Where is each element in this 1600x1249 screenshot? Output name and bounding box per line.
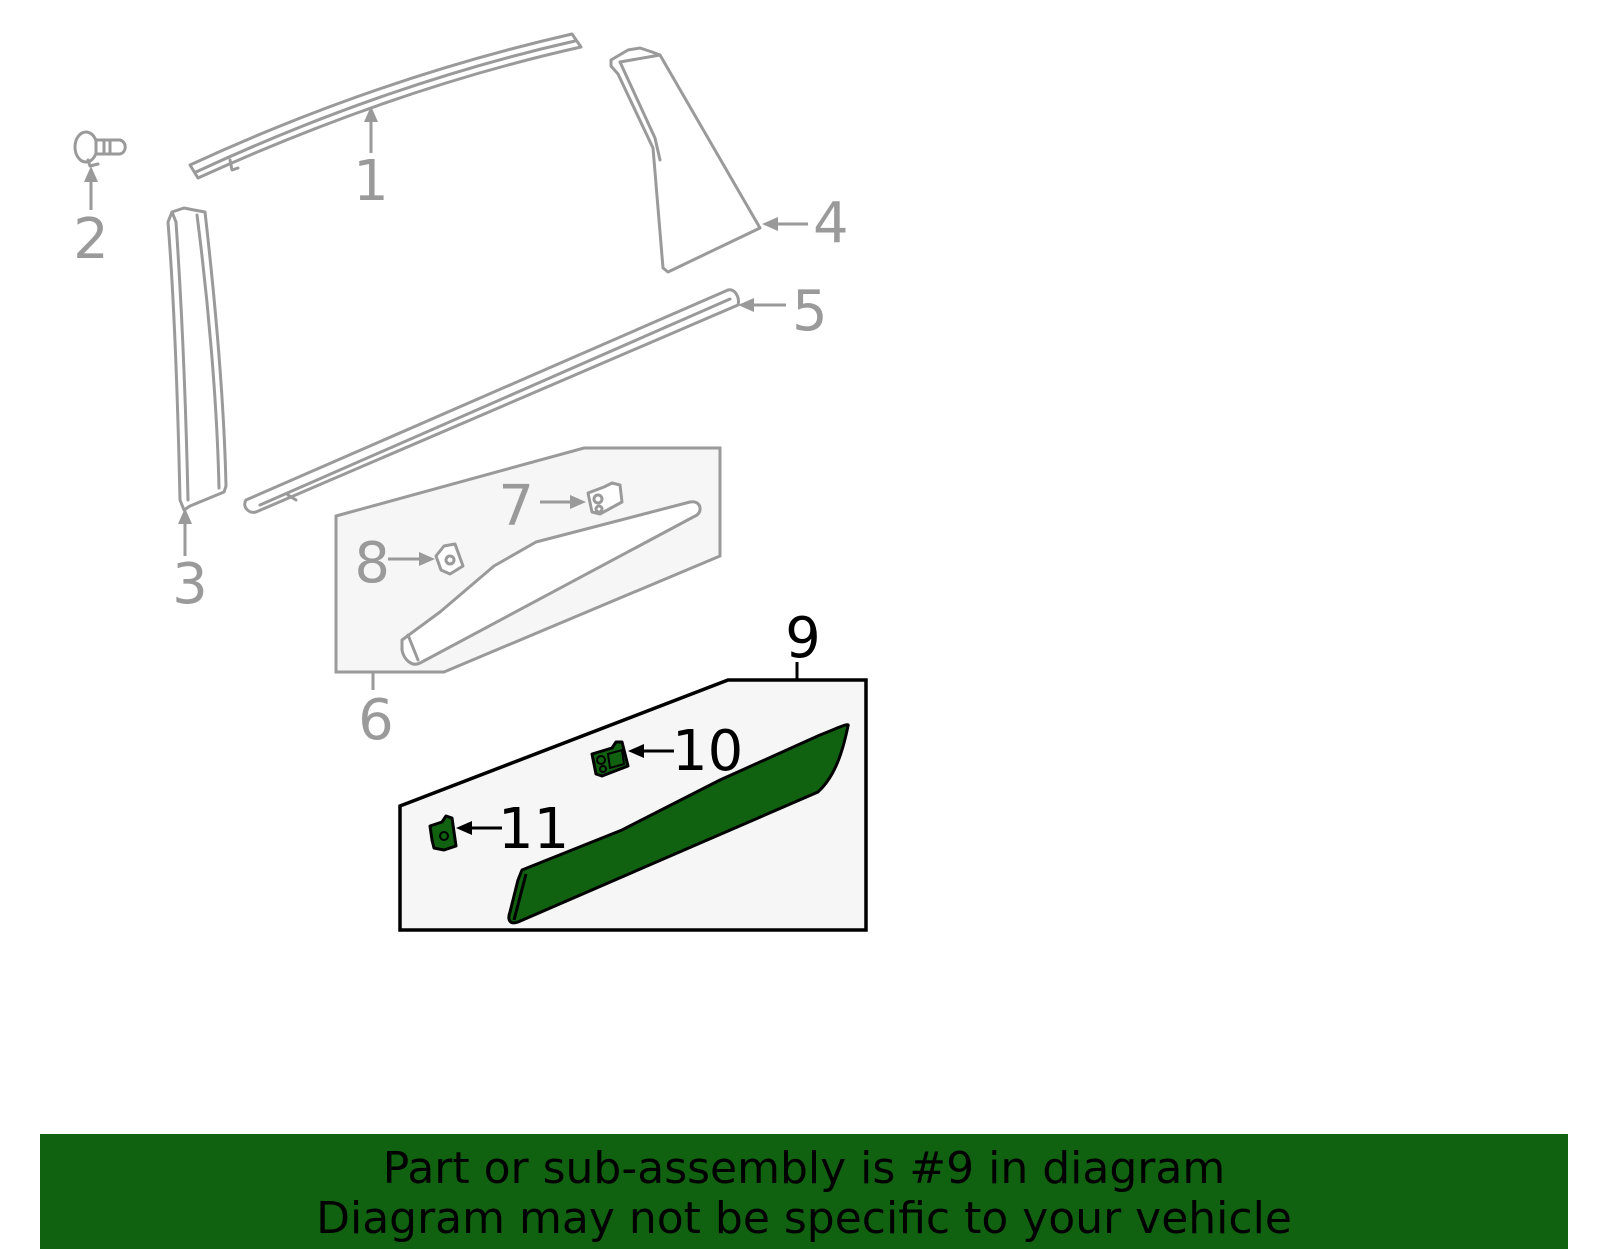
callout-4: 4: [813, 191, 849, 256]
leader-11: [456, 821, 502, 835]
part-9-garnish[interactable]: [507, 723, 850, 925]
callout-6: 6: [358, 688, 394, 753]
callout-5: 5: [792, 279, 828, 344]
assembly-9-box: [398, 678, 868, 932]
leader-8: [388, 552, 435, 566]
part-4-garnish[interactable]: [609, 46, 762, 274]
part-7-clip[interactable]: [586, 481, 624, 516]
leader-5: [738, 298, 786, 312]
part-6-garnish[interactable]: [400, 500, 702, 666]
leader-3: [178, 508, 192, 556]
leader-4: [762, 217, 808, 231]
callout-9[interactable]: 9: [785, 606, 821, 671]
callout-2: 2: [73, 207, 109, 272]
banner-line-1: Part or sub-assembly is #9 in diagram: [382, 1143, 1226, 1194]
banner-line-2: Diagram may not be specific to your vehi…: [316, 1193, 1292, 1244]
part-11-clip[interactable]: [428, 814, 458, 852]
part-1-molding[interactable]: [188, 32, 583, 180]
part-2-clip[interactable]: [73, 130, 127, 168]
part-3-pillar-molding[interactable]: [166, 206, 228, 512]
part-8-clip[interactable]: [434, 542, 465, 576]
leader-1: [364, 106, 378, 153]
leader-7: [540, 495, 586, 509]
callout-1: 1: [353, 149, 389, 214]
part-10-clip[interactable]: [590, 740, 630, 778]
callout-8: 8: [354, 531, 390, 596]
callout-11[interactable]: 11: [498, 797, 569, 862]
callout-7: 7: [498, 474, 534, 539]
callout-3: 3: [172, 552, 208, 617]
callout-10[interactable]: 10: [672, 719, 743, 784]
info-banner: Part or sub-assembly is #9 in diagram Di…: [40, 1134, 1568, 1249]
leader-10: [628, 744, 674, 758]
leader-2: [84, 166, 98, 210]
